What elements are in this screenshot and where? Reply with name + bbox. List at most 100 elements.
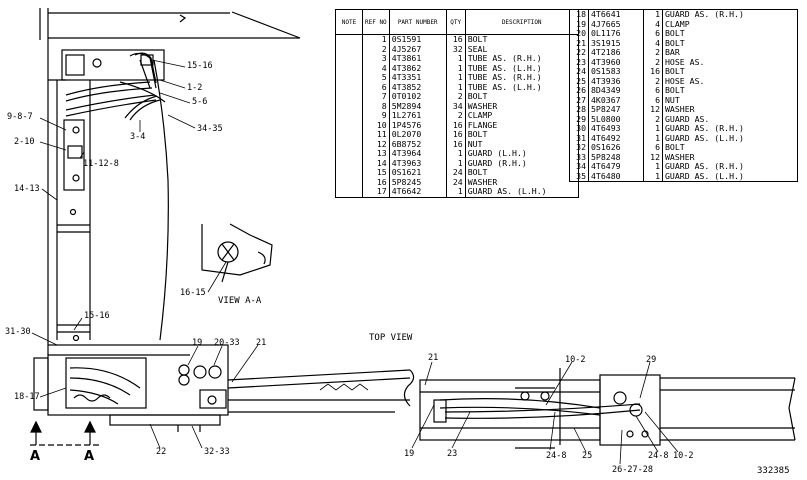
cell-ref: 19 [569,19,589,29]
cell-ref: 2 [362,44,390,54]
cell-part: 4T3960 [588,57,644,67]
cell-note [335,34,363,45]
callout-24-8-a: 24-8 [546,451,567,461]
cell-part: 0L2070 [388,129,447,140]
cell-qty: 6 [643,142,663,153]
cell-desc: TUBE AS. (L.H.) [464,63,579,73]
section-arrows [30,420,100,446]
cell-note [335,92,363,102]
cell-qty: 16 [643,66,663,77]
cell-part: 4T6493 [588,123,644,134]
cell-ref: 34 [569,161,589,172]
cell-note [335,44,363,54]
cell-ref: 7 [362,91,390,102]
callout-9-8-7: 9-8-7 [7,112,33,122]
cell-ref: 12 [362,139,390,149]
cell-ref: 18 [569,9,589,20]
callout-26-27-28: 26-27-28 [612,465,653,475]
callout-24-8-b: 24-8 [648,451,669,461]
cell-ref: 1 [362,34,390,45]
cell-ref: 23 [569,57,589,67]
lower-guard [33,344,229,432]
cell-note [335,187,363,197]
cell-ref: 32 [569,142,589,153]
cell-desc: BOLT [464,129,579,140]
cell-ref: 3 [362,53,390,64]
cell-part: 4T2186 [588,47,644,58]
cell-qty: 6 [643,85,663,96]
cell-part: 5P8247 [588,104,644,115]
callout-25: 25 [582,451,593,461]
cell-ref: 33 [569,152,589,162]
cell-qty: 32 [445,44,466,54]
callout-10-2-bot: 10-2 [673,451,694,461]
cell-desc: BOLT [662,28,798,39]
cell-part: 4T3351 [388,72,447,83]
cell-desc: HOSE AS. [662,76,798,86]
view-aa-label: VIEW A-A [218,296,262,306]
callout-29: 29 [646,355,657,365]
cell-desc: GUARD AS. (R.H.) [662,9,798,20]
cell-note [335,73,363,83]
callout-23: 23 [447,449,458,459]
cell-part: 4J5267 [388,44,447,54]
view-aa-detail [201,223,273,283]
callout-19: 19 [192,338,203,348]
cell-note [335,168,363,178]
cell-ref: 15 [362,167,390,178]
cell-part: 4T3963 [388,158,447,168]
callout-15-16: 15-16 [187,61,213,71]
cell-desc: GUARD (L.H.) [464,148,579,159]
cell-qty: 12 [643,152,663,162]
cell-desc: BOLT [464,34,579,45]
cell-qty: 1 [445,82,466,92]
callout-20-33: 20-33 [214,338,240,348]
cell-part: 5P8245 [388,177,447,187]
cell-ref: 17 [362,186,390,197]
header-qty: QTY [445,9,466,35]
cell-ref: 25 [569,76,589,86]
callout-5-6: 5-6 [192,97,208,107]
cell-desc: CLAMP [662,19,798,29]
cell-desc: BOLT [662,66,798,77]
cell-qty: 12 [643,104,663,115]
cell-desc: FLANGE [464,120,579,130]
cell-part: 5L0800 [588,114,644,124]
callout-18-17: 18-17 [14,392,40,402]
cell-part: 4K0367 [588,95,644,105]
cell-part: 0S1621 [388,167,447,178]
callout-32-33: 32-33 [204,447,230,457]
cell-desc: GUARD AS. (R.H.) [662,161,798,172]
cell-qty: 1 [445,63,466,73]
cell-qty: 2 [445,91,466,102]
cell-note [335,54,363,64]
cell-qty: 1 [643,123,663,134]
parts-table-left: NOTE REF NO PART NUMBER QTY DESCRIPTION … [335,9,579,198]
header-description: DESCRIPTION [464,9,579,35]
cell-qty: 2 [643,114,663,124]
cell-note [335,101,363,111]
callout-19-top-view: 19 [404,449,415,459]
callout-34-35: 34-35 [197,124,223,134]
callout-11-12-8: 11-12-8 [83,159,119,169]
cell-ref: 30 [569,123,589,134]
cell-part: 8D4349 [588,85,644,96]
